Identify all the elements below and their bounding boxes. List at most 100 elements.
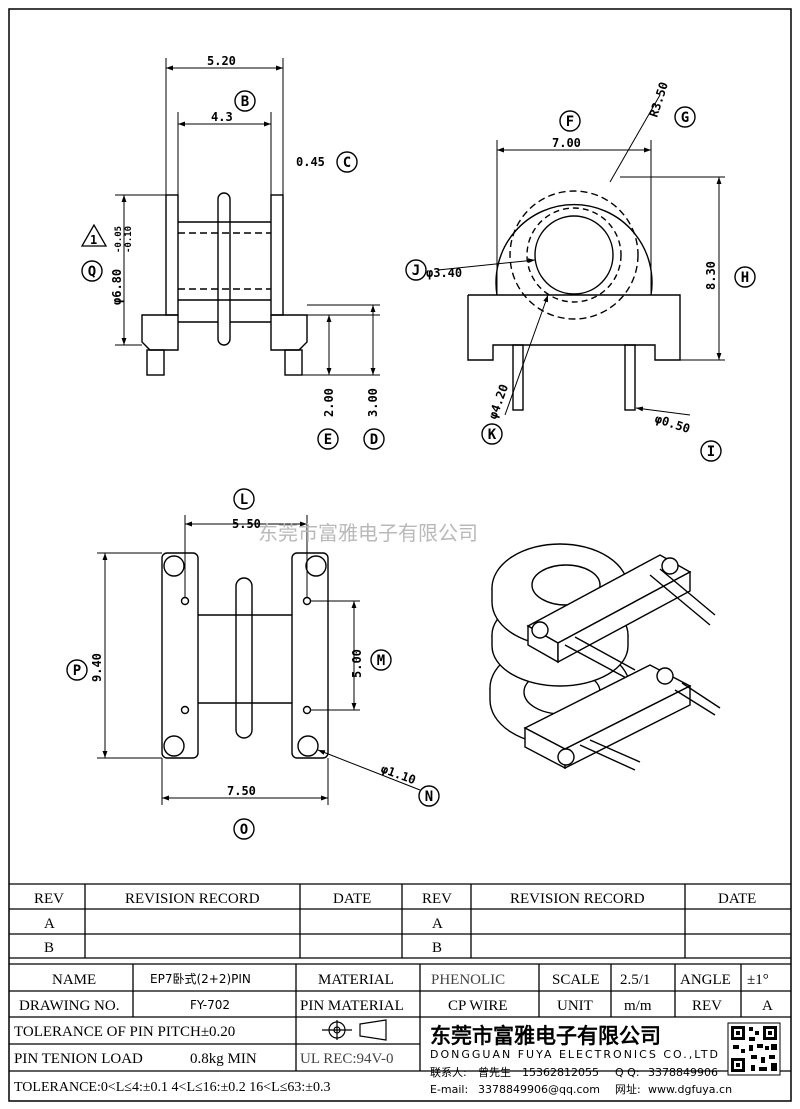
dim-radius-g: R3.50 bbox=[647, 80, 671, 119]
pin-tension-label: PIN TENION LOAD bbox=[14, 1051, 143, 1067]
title-block bbox=[9, 963, 791, 1072]
label-n: N bbox=[418, 785, 440, 807]
side-view bbox=[141, 192, 308, 376]
svg-text:L: L bbox=[240, 492, 248, 508]
rev-value: A bbox=[762, 998, 773, 1014]
angle-value: ±1° bbox=[747, 972, 769, 988]
label-c: C bbox=[336, 151, 358, 173]
dim-inner-width: 4.3 bbox=[211, 110, 233, 124]
qq-label: Q Q: bbox=[615, 1066, 640, 1079]
projection-symbol-icon bbox=[322, 1019, 387, 1041]
label-i: I bbox=[700, 440, 722, 462]
email-label: E-mail: bbox=[430, 1083, 468, 1096]
dim-k-value: φ4.20 bbox=[486, 382, 512, 421]
scale-label: SCALE bbox=[552, 972, 600, 988]
dim-d-value: 3.00 bbox=[366, 388, 380, 417]
svg-text:Q: Q bbox=[88, 264, 96, 280]
dim-h-value: 8.30 bbox=[704, 261, 718, 290]
label-b: B bbox=[234, 90, 256, 112]
rev-row-b-left: B bbox=[44, 940, 54, 956]
label-g: G bbox=[674, 106, 696, 128]
left-flange bbox=[165, 194, 179, 316]
label-h: H bbox=[734, 266, 756, 288]
label-d: D bbox=[363, 428, 385, 450]
label-f: F bbox=[559, 110, 581, 132]
center-flange bbox=[217, 192, 231, 346]
company-name-cn: 东莞市富雅电子有限公司 bbox=[430, 1024, 661, 1048]
dim-o-value: 7.50 bbox=[227, 784, 256, 798]
rev-row-a-right: A bbox=[432, 916, 443, 932]
dim-i-value: φ0.50 bbox=[653, 412, 692, 436]
revision-record-header-2: REVISION RECORD bbox=[510, 891, 645, 907]
dim-m-value: 5.00 bbox=[350, 649, 364, 678]
drawing-no-label: DRAWING NO. bbox=[19, 998, 119, 1014]
svg-text:N: N bbox=[425, 789, 433, 805]
ul-rec: UL REC:94V-0 bbox=[300, 1051, 393, 1067]
revision-record-header-1: REVISION RECORD bbox=[125, 891, 260, 907]
svg-text:O: O bbox=[240, 822, 248, 838]
contact-label: 联系人: bbox=[430, 1066, 467, 1079]
dim-n-value: φ1.10 bbox=[379, 762, 418, 788]
tolerance-line: TOLERANCE:0<L≤4:±0.1 4<L≤16:±0.2 16<L≤63… bbox=[14, 1080, 330, 1095]
date-header-2: DATE bbox=[718, 891, 756, 907]
dim-l-value: 5.50 bbox=[232, 517, 261, 531]
right-flange bbox=[270, 194, 284, 316]
contact-person: 曾先生 bbox=[478, 1065, 511, 1079]
label-o: O bbox=[233, 818, 255, 840]
rev-header-2: REV bbox=[422, 891, 452, 907]
svg-text:I: I bbox=[707, 444, 715, 460]
watermark: 东莞市富雅电子有限公司 bbox=[258, 521, 478, 545]
revision-table bbox=[9, 883, 791, 959]
pin-tension-value: 0.8kg MIN bbox=[190, 1051, 257, 1067]
label-q: Q bbox=[81, 260, 103, 282]
svg-text:B: B bbox=[241, 94, 249, 110]
rev-label: REV bbox=[692, 998, 722, 1014]
svg-text:H: H bbox=[741, 270, 749, 286]
svg-text:1: 1 bbox=[90, 233, 97, 247]
side-view-dimensions bbox=[115, 58, 380, 376]
email-address: 3378849906@qq.com bbox=[478, 1083, 600, 1096]
pin-pitch-tolerance: TOLERANCE OF PIN PITCH±0.20 bbox=[14, 1024, 235, 1040]
pin-material-value: CP WIRE bbox=[448, 998, 508, 1014]
dim-q-tol-plus: -0.05 bbox=[114, 226, 124, 253]
top-view-dimensions bbox=[97, 515, 421, 805]
label-e: E bbox=[317, 428, 339, 450]
label-l: L bbox=[233, 488, 255, 510]
svg-text:E: E bbox=[324, 432, 332, 448]
company-name-en: DONGGUAN FUYA ELECTRONICS CO.,LTD bbox=[430, 1048, 720, 1061]
dim-e-value: 2.00 bbox=[322, 388, 336, 417]
front-view-dimensions bbox=[437, 94, 725, 416]
svg-text:F: F bbox=[566, 114, 574, 130]
outer-flange-outline bbox=[495, 203, 653, 296]
website-url: www.dgfuya.cn bbox=[648, 1083, 732, 1096]
dim-q-tol-minus: -0.10 bbox=[124, 226, 134, 253]
isometric-view bbox=[489, 543, 721, 771]
dim-p-value: 9.40 bbox=[90, 653, 104, 682]
drawing-border bbox=[8, 8, 792, 1102]
dim-diameter-q: φ6.80 bbox=[110, 269, 124, 305]
contact-phone: 15362812055 bbox=[522, 1066, 599, 1079]
svg-text:M: M bbox=[377, 653, 385, 669]
rev-header-1: REV bbox=[34, 891, 64, 907]
material-value: PHENOLIC bbox=[431, 972, 505, 988]
material-label: MATERIAL bbox=[318, 972, 394, 988]
name-label: NAME bbox=[52, 972, 96, 988]
svg-text:G: G bbox=[681, 110, 689, 126]
date-header-1: DATE bbox=[333, 891, 371, 907]
label-m: M bbox=[370, 649, 392, 671]
qq-number: 3378849906 bbox=[648, 1066, 718, 1079]
svg-text:P: P bbox=[73, 663, 81, 679]
label-k: K bbox=[481, 423, 503, 445]
angle-label: ANGLE bbox=[680, 972, 731, 988]
scale-value: 2.5/1 bbox=[620, 972, 650, 988]
svg-text:J: J bbox=[412, 263, 420, 279]
qr-code-icon bbox=[727, 1022, 781, 1076]
svg-text:D: D bbox=[370, 432, 378, 448]
dim-top-width: 5.20 bbox=[207, 54, 236, 68]
unit-value: m/m bbox=[624, 998, 652, 1014]
label-p: P bbox=[66, 659, 88, 681]
revision-triangle-icon: 1 bbox=[80, 223, 108, 247]
dim-flange-thickness: 0.45 bbox=[296, 155, 325, 169]
